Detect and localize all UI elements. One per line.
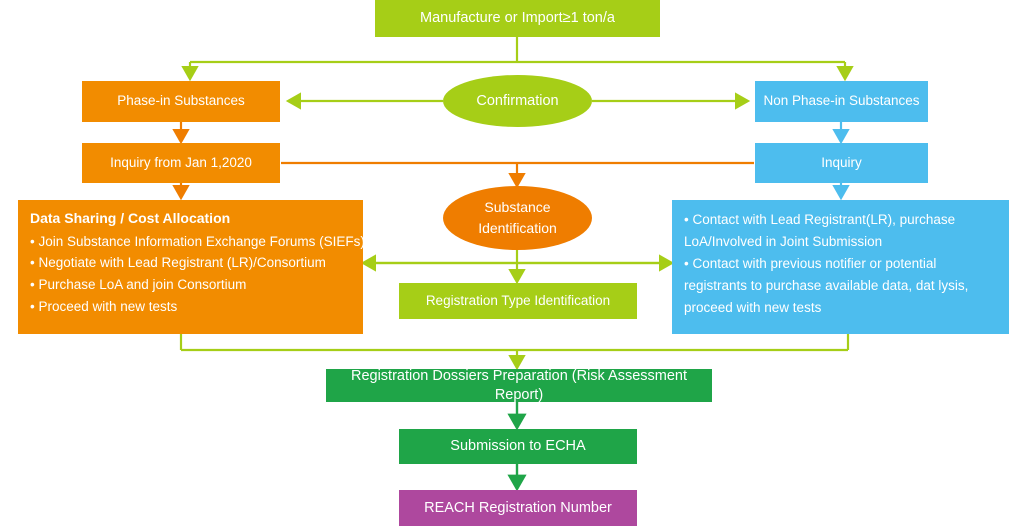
contact-lr-line-3: • Contact with previous notifier or pote… <box>684 255 937 271</box>
node-registration-dossiers-label: Registration Dossiers Preparation (Risk … <box>350 368 688 403</box>
edge-inquiry-row <box>281 161 754 189</box>
contact-lr-line-5: proceed with new tests <box>684 299 822 315</box>
node-phase-in-substances[interactable]: Phase-in Substances <box>82 81 280 122</box>
contact-lr-line-2: LoA/Involved in Joint Submission <box>684 233 883 249</box>
data-sharing-bullet-2: • Negotiate with Lead Registrant (LR)/Co… <box>30 255 326 271</box>
edge-merge-to-dossiers <box>179 334 850 371</box>
node-reach-registration-number-label: REACH Registration Number <box>424 499 612 516</box>
node-confirmation-label: Confirmation <box>476 92 559 109</box>
node-inquiry-label: Inquiry <box>821 154 862 170</box>
node-inquiry-from-jan-label: Inquiry from Jan 1,2020 <box>110 154 252 170</box>
node-inquiry[interactable]: Inquiry <box>755 143 928 183</box>
contact-lr-line-1: • Contact with Lead Registrant(LR), purc… <box>684 212 956 227</box>
node-registration-type-identification[interactable]: Registration Type Identification <box>399 283 637 319</box>
node-substance-identification-line1: Substance <box>484 198 551 215</box>
contact-lr-line-4: registrants to purchase available data, … <box>684 277 969 293</box>
node-submission-to-echa-label: Submission to ECHA <box>450 438 586 455</box>
node-confirmation[interactable]: Confirmation <box>443 75 592 127</box>
data-sharing-bullet-4: • Proceed with new tests <box>30 299 178 315</box>
data-sharing-title: Data Sharing / Cost Allocation <box>30 210 231 226</box>
data-sharing-bullet-3: • Purchase LoA and join Consortium <box>30 277 247 293</box>
node-contact-lead-registrant[interactable]: • Contact with Lead Registrant(LR), purc… <box>672 200 1009 334</box>
node-reach-registration-number[interactable]: REACH Registration Number <box>399 490 637 526</box>
node-inquiry-from-jan[interactable]: Inquiry from Jan 1,2020 <box>82 143 280 183</box>
node-substance-identification-line2: Identification <box>478 220 557 236</box>
edge-manufacture-split <box>181 37 854 82</box>
node-registration-dossiers-preparation[interactable]: Registration Dossiers Preparation (Risk … <box>326 368 712 403</box>
node-manufacture-or-import[interactable]: Manufacture or Import≥1 ton/a <box>375 0 660 37</box>
node-registration-type-identification-label: Registration Type Identification <box>425 292 611 308</box>
node-phase-in-substances-label: Phase-in Substances <box>117 93 245 109</box>
node-substance-identification[interactable]: Substance Identification <box>443 186 592 250</box>
edge-data-sharing-contact-lr <box>360 254 675 285</box>
node-non-phase-in-substances[interactable]: Non Phase-in Substances <box>755 81 928 122</box>
node-manufacture-label: Manufacture or Import≥1 ton/a <box>420 10 615 27</box>
node-data-sharing-cost-allocation[interactable]: Data Sharing / Cost Allocation • Join Su… <box>18 200 365 334</box>
node-non-phase-in-substances-label: Non Phase-in Substances <box>763 93 920 109</box>
node-submission-to-echa[interactable]: Submission to ECHA <box>399 429 637 464</box>
data-sharing-bullet-1: • Join Substance Information Exchange Fo… <box>30 233 365 249</box>
